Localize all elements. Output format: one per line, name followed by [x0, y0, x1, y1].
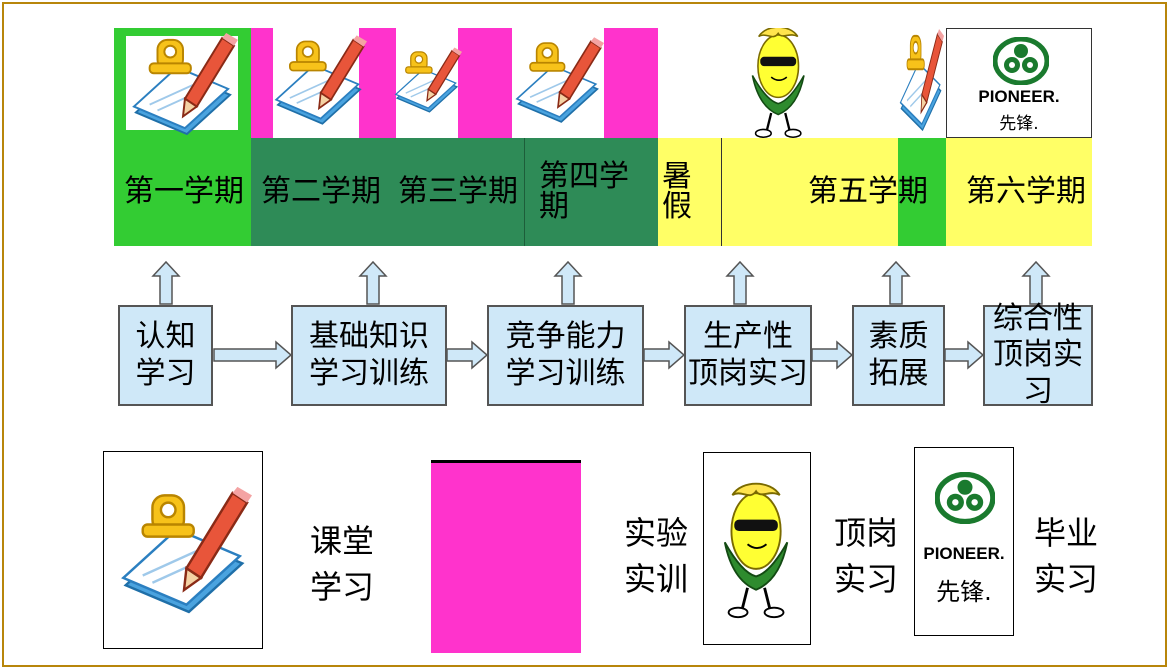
legend-line-1: 实验 [624, 514, 689, 552]
legend-classroom-icon-box [103, 451, 263, 649]
semester-6: 第六学期 [946, 138, 1092, 246]
stage-box-2: 基础知识 学习训练 [291, 305, 447, 406]
semester-1: 第一学期 [114, 138, 251, 246]
stage-box-3: 竞争能力 学习训练 [487, 305, 644, 406]
semester-4: 第四学期 [524, 138, 658, 246]
legend-line-2: 学习 [310, 568, 375, 607]
up-arrow-1 [151, 260, 181, 305]
semester-summer: 暑假 [658, 138, 722, 246]
image-cell-3 [388, 28, 512, 138]
stage-line-2: 拓展 [868, 355, 929, 391]
up-arrow-6 [1021, 260, 1051, 305]
right-arrow-2 [446, 340, 489, 370]
stage-line-1: 素质 [868, 318, 929, 354]
legend-internship-icon-box [703, 452, 811, 645]
stage-line-2: 学习 [135, 355, 196, 391]
stage-line-2: 学习训练 [505, 355, 626, 391]
legend-line-1: 顶岗 [834, 514, 899, 552]
legend-line-2: 实习 [1034, 560, 1099, 599]
semester-5a: 第五学 [722, 138, 898, 246]
image-cell-5 [658, 28, 898, 138]
legend-graduation-icon-box: PIONEER. 先锋. [914, 447, 1014, 636]
stage-box-6: 综合性 顶岗实习 [983, 301, 1093, 409]
image-cell-6 [898, 28, 946, 138]
legend-lab-swatch [431, 460, 581, 653]
semester-5b: 期 [898, 138, 946, 246]
pioneer-logo-icon [935, 472, 995, 524]
legend-line-2: 实训 [624, 560, 689, 599]
up-arrow-4 [725, 260, 755, 305]
semester-2: 第二学期 [251, 138, 388, 246]
up-arrow-3 [553, 260, 583, 305]
pioneer-cn-text: 先锋. [999, 114, 1039, 134]
legend-internship-label: 顶岗 实习 [834, 510, 898, 603]
stage-box-4: 生产性 顶岗实习 [684, 305, 812, 406]
stage-line-2: 顶岗实习 [688, 355, 808, 391]
pioneer-cn-text: 先锋. [936, 578, 992, 606]
legend-graduation-label: 毕业 实习 [1034, 510, 1098, 603]
image-cell-1 [114, 28, 251, 138]
notepad-pencil-icon [122, 485, 252, 614]
stage-line-1: 基础知识 [309, 318, 429, 354]
right-arrow-3 [643, 340, 686, 370]
right-arrow-5 [944, 340, 985, 370]
stage-line-2: 学习训练 [309, 355, 429, 391]
semester-3: 第三学期 [388, 138, 524, 246]
image-cell-4 [512, 28, 658, 138]
pioneer-brand-text: PIONEER. [923, 544, 1005, 563]
stage-box-1: 认知 学习 [118, 305, 213, 406]
up-arrow-2 [358, 260, 388, 305]
legend-classroom-label: 课堂 学习 [310, 518, 374, 611]
right-arrow-4 [811, 340, 854, 370]
image-cell-7: PIONEER. 先锋. [946, 28, 1092, 138]
right-arrow-1 [213, 340, 293, 370]
up-arrow-5 [881, 260, 911, 305]
stage-line-1: 竞争能力 [505, 318, 626, 354]
legend-lab-label: 实验 实训 [624, 510, 688, 603]
pioneer-brand-text: PIONEER. [978, 87, 1060, 106]
stage-line-1: 生产性 [703, 318, 793, 354]
image-cell-2 [251, 28, 388, 138]
stage-line-1: 认知 [135, 318, 196, 354]
legend-line-1: 毕业 [1034, 514, 1099, 552]
stage-line-1: 综合性 [993, 300, 1083, 336]
stage-line-2: 顶岗实习 [993, 337, 1083, 409]
corn-mascot-icon [723, 482, 789, 619]
legend-line-1: 课堂 [310, 522, 375, 560]
stage-box-5: 素质 拓展 [852, 305, 945, 406]
legend-line-2: 实习 [834, 560, 899, 599]
